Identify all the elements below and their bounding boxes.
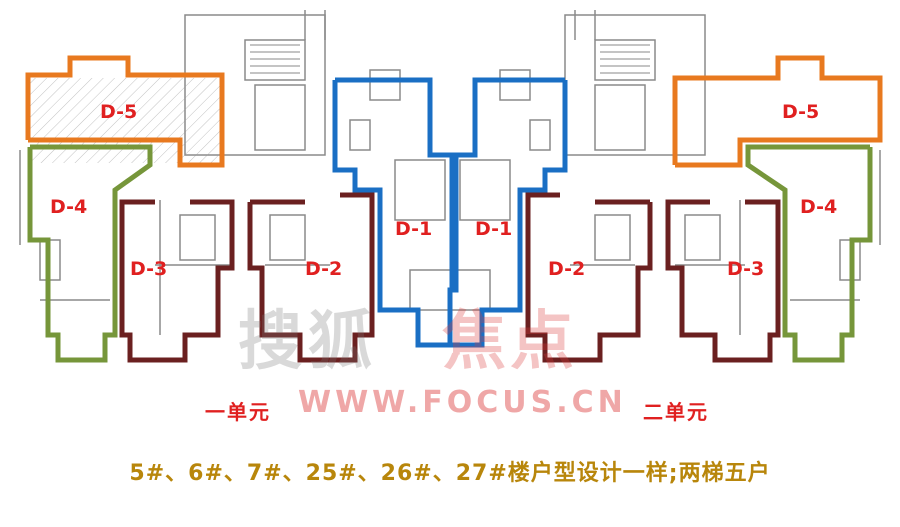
d1-left-outline <box>332 77 455 348</box>
watermark-sohu: 搜狐 <box>238 305 378 379</box>
unit-one-label: 一单元 <box>205 400 271 424</box>
watermark-url: WWW.FOCUS.CN <box>298 385 627 420</box>
label-d4-right: D-4 <box>800 196 837 218</box>
d2-right-outline <box>525 192 653 363</box>
label-d1-left: D-1 <box>395 218 432 240</box>
label-d2-right: D-2 <box>548 258 585 280</box>
d4-left-outline <box>27 144 153 363</box>
figure-caption: 5#、6#、7#、25#、26#、27#楼户型设计一样;两梯五户 <box>129 461 771 486</box>
unit-two-label: 二单元 <box>643 400 709 424</box>
label-d5-left: D-5 <box>100 101 137 123</box>
d4-right-outline <box>745 144 873 363</box>
label-d1-right: D-1 <box>475 218 512 240</box>
label-d3-right: D-3 <box>727 258 764 280</box>
label-d4-left: D-4 <box>50 196 87 218</box>
d1-right-outline <box>447 77 568 348</box>
d2-left-outline <box>247 192 375 363</box>
label-d2-left: D-2 <box>305 258 342 280</box>
label-d3-left: D-3 <box>130 258 167 280</box>
label-d5-right: D-5 <box>782 101 819 123</box>
d5-right-outline <box>672 55 883 168</box>
stair-lines <box>250 44 650 74</box>
watermark-focus: 焦点 <box>442 305 578 379</box>
d3-right-outline <box>665 199 781 363</box>
d5-left-outline <box>25 55 225 168</box>
d3-left-outline <box>119 199 235 363</box>
